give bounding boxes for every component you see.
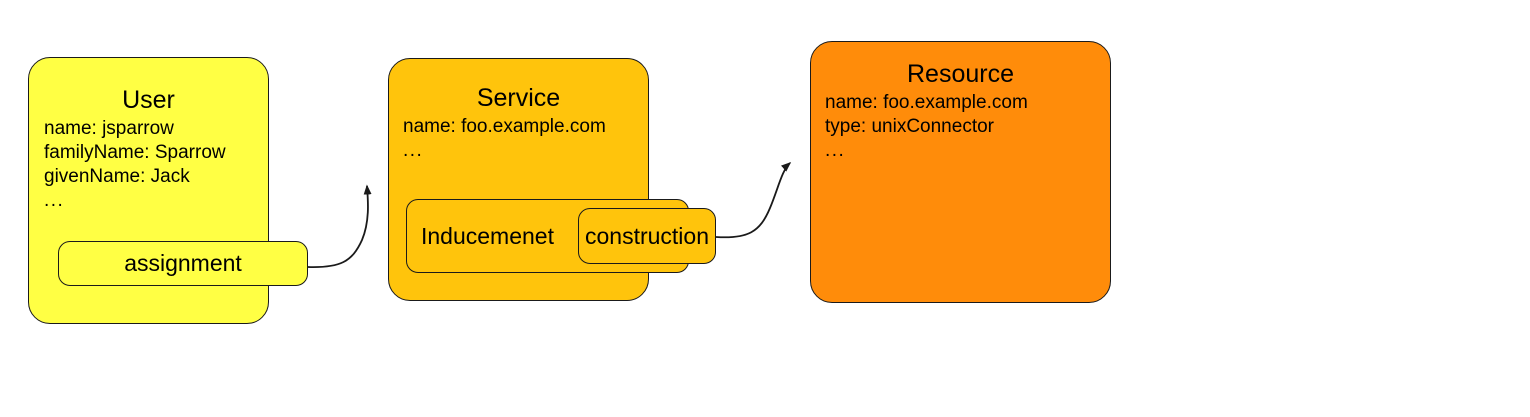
attribute-family-name: familyName: Sparrow xyxy=(44,142,226,163)
node-resource-title: Resource xyxy=(907,60,1014,88)
attribute-ellipsis: ... xyxy=(825,140,846,161)
node-user-title: User xyxy=(122,86,175,114)
node-assignment-label: assignment xyxy=(124,250,242,276)
attribute-given-name: givenName: Jack xyxy=(44,166,190,187)
edge-construction-to-resource xyxy=(715,162,792,239)
node-assignment[interactable]: assignment xyxy=(58,241,308,286)
node-construction[interactable]: construction xyxy=(578,208,716,264)
node-construction-label: construction xyxy=(584,222,709,249)
node-resource-attributes: name: foo.example.com type: unixConnecto… xyxy=(811,91,1110,163)
attribute-ellipsis: ... xyxy=(44,190,65,211)
edge-assignment-to-service xyxy=(307,184,372,268)
attribute-name: name: jsparrow xyxy=(44,118,174,139)
node-user-attributes: name: jsparrow familyName: Sparrow given… xyxy=(29,117,268,213)
attribute-name: name: foo.example.com xyxy=(825,92,1028,113)
node-service-attributes: name: foo.example.com ... xyxy=(389,115,648,163)
node-user[interactable]: User name: jsparrow familyName: Sparrow … xyxy=(28,57,269,324)
node-resource[interactable]: Resource name: foo.example.com type: uni… xyxy=(810,41,1111,303)
attribute-ellipsis: ... xyxy=(403,140,424,161)
node-inducement-label: Inducemenet xyxy=(421,222,554,249)
attribute-name: name: foo.example.com xyxy=(403,116,606,137)
node-service-title: Service xyxy=(476,84,561,112)
attribute-type: type: unixConnector xyxy=(825,116,994,137)
